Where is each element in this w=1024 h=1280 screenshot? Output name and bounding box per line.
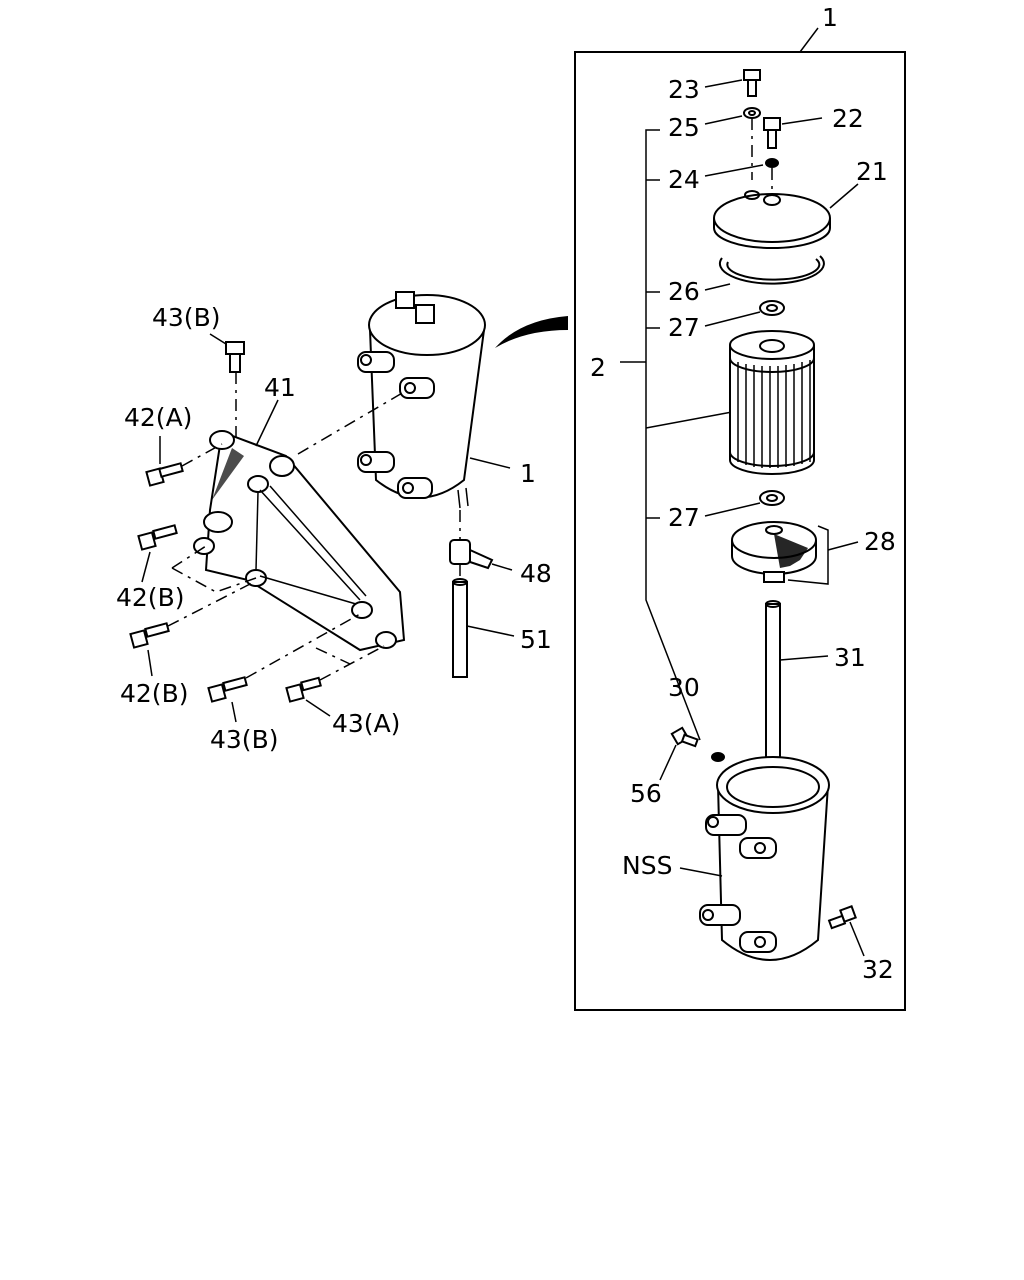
part-32-bolt — [827, 905, 865, 957]
part-25-washer — [704, 107, 761, 180]
callout-43b-top: 43(B) — [152, 303, 220, 332]
callout-31: 31 — [834, 643, 866, 672]
callout-26: 26 — [668, 277, 700, 306]
filter-element — [729, 330, 815, 475]
callout-41: 41 — [264, 373, 296, 402]
callout-27-lower: 27 — [668, 503, 700, 532]
callout-24: 24 — [668, 165, 700, 194]
callout-42a: 42(A) — [124, 403, 192, 432]
filter-housing — [679, 756, 830, 961]
part-23-bolt — [704, 69, 761, 97]
callout-43a: 43(A) — [332, 709, 400, 738]
callout-1-top: 1 — [822, 3, 838, 32]
part-43b-top-bolt — [209, 333, 245, 440]
callout-56: 56 — [630, 779, 662, 808]
part-48-clamp — [449, 510, 513, 580]
part-30-oring — [711, 752, 725, 762]
pointer-arrow — [495, 316, 568, 348]
callout-42b-low: 42(B) — [120, 679, 188, 708]
callout-25: 25 — [668, 113, 700, 142]
part-41-bracket — [193, 399, 406, 652]
callout-27-upper: 27 — [668, 313, 700, 342]
part-21-cover — [713, 183, 859, 249]
callout-2: 2 — [590, 353, 606, 382]
part-26-oring — [704, 255, 825, 291]
callout-43b-bottom: 43(B) — [210, 725, 278, 754]
part-24-washer — [704, 158, 779, 196]
part-42b-mid-bolt — [137, 524, 257, 593]
part-43b-bottom-bolt — [207, 613, 361, 723]
leader-1-top — [799, 27, 819, 53]
callout-30: 30 — [668, 673, 700, 702]
part-51-hose — [452, 578, 515, 678]
part-42b-low-bolt — [129, 581, 255, 677]
callout-21: 21 — [856, 157, 888, 186]
callout-51: 51 — [520, 625, 552, 654]
part-27-upper-washer — [704, 300, 785, 327]
group-2-bracket — [620, 129, 733, 741]
callout-48: 48 — [520, 559, 552, 588]
part-31-pipe — [765, 600, 829, 775]
part-42a-bolt — [145, 436, 223, 487]
part-1-filter-assembly — [297, 291, 511, 509]
part-56-bolt — [659, 726, 699, 781]
part-22-bolt — [763, 117, 823, 149]
detail-box — [574, 51, 906, 1011]
callout-22: 22 — [832, 104, 864, 133]
callout-32: 32 — [862, 955, 894, 984]
part-27-lower-washer — [704, 490, 785, 517]
callout-nss: NSS — [622, 851, 672, 880]
callout-23: 23 — [668, 75, 700, 104]
part-43a-bolt — [285, 645, 385, 717]
part-28-separator — [731, 521, 859, 585]
callout-28: 28 — [864, 527, 896, 556]
callout-42b-mid: 42(B) — [116, 583, 184, 612]
callout-1-filter: 1 — [520, 459, 536, 488]
